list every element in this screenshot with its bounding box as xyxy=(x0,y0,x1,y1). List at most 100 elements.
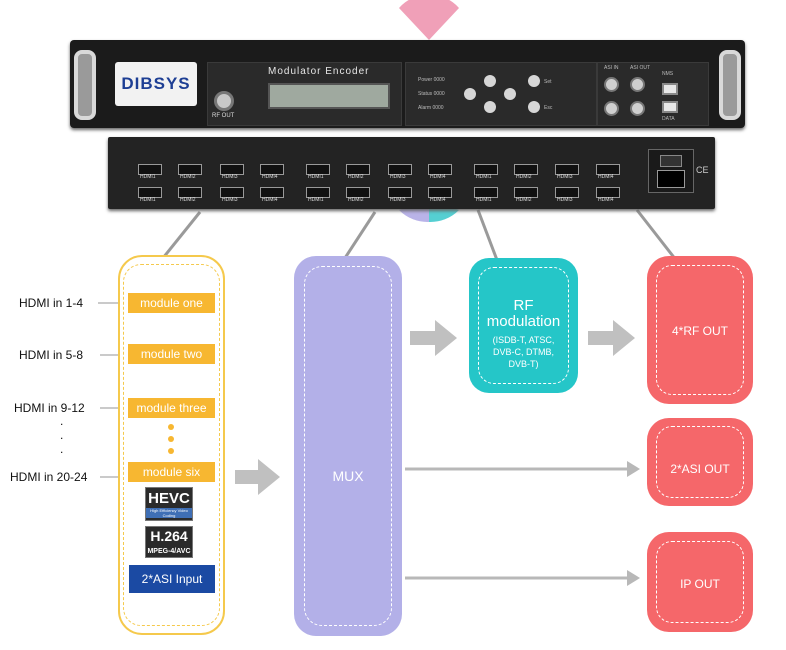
hdmi-port-label: HDMI1 xyxy=(140,197,156,203)
ip-out-dashed-border xyxy=(656,541,744,623)
hdmi-port-icon xyxy=(555,164,579,175)
hdmi-port-label: HDMI3 xyxy=(557,174,573,180)
hdmi-port-icon xyxy=(388,187,412,198)
hdmi-port-label: HDMI4 xyxy=(262,174,278,180)
input-label-1: HDMI in 1-4 xyxy=(19,296,84,310)
rf-out-connector-icon xyxy=(214,91,234,111)
hdmi-port-label: HDMI3 xyxy=(222,174,238,180)
hdmi-port-icon xyxy=(306,164,330,175)
device-front-panel: DIBSYS RF OUT Modulator Encoder Power 00… xyxy=(70,40,745,128)
rf-modulation-dashed-border xyxy=(478,267,569,384)
brand-logo-text: DIBSYS xyxy=(121,74,191,93)
hdmi-port-icon xyxy=(428,187,452,198)
hdmi-port-icon xyxy=(178,164,202,175)
hdmi-port-icon xyxy=(346,164,370,175)
asi-out-dashed-border xyxy=(656,426,744,498)
hdmi-port-label: HDMI1 xyxy=(308,174,324,180)
asi-out-connector-icon xyxy=(630,101,645,116)
esc-button[interactable] xyxy=(528,101,540,113)
hdmi-port-label: HDMI1 xyxy=(476,197,492,203)
asi-in-label: ASI IN xyxy=(604,65,619,71)
rf-standards-line-2: DVB-C, DTMB, xyxy=(492,347,554,357)
led-label-alarm: Alarm xyxy=(418,105,432,111)
hdmi-port-label: HDMI4 xyxy=(430,197,446,203)
hdmi-port-icon xyxy=(514,187,538,198)
module-one: module one xyxy=(128,293,215,313)
input-label-2: HDMI in 5-8 xyxy=(19,348,84,362)
power-switch-icon xyxy=(660,155,682,167)
led-value-alarm: 0000 xyxy=(432,105,444,111)
input-label-3: HDMI in 9-12 xyxy=(14,401,85,415)
connector-line-modules xyxy=(161,211,202,259)
ellipsis-dot: . xyxy=(60,428,64,442)
h264-logo: H.264 MPEG-4/AVC xyxy=(145,526,193,558)
rf-out-label: 4*RF OUT xyxy=(671,324,728,338)
ellipsis-dot-icon xyxy=(168,436,174,442)
hdmi-port-icon xyxy=(260,187,284,198)
rf-standards-line-3: DVB-T) xyxy=(508,359,539,369)
ellipsis-dot-icon xyxy=(168,424,174,430)
hdmi-port-label: HDMI4 xyxy=(430,174,446,180)
hdmi-port-icon xyxy=(428,164,452,175)
hdmi-port-icon xyxy=(474,164,498,175)
power-socket-icon xyxy=(657,170,685,188)
control-panel: Power 0000 Status 0000 Alarm 0000 Set Es… xyxy=(405,62,597,126)
hdmi-port-label: HDMI2 xyxy=(348,197,364,203)
hevc-logo-text: HEVC xyxy=(148,490,190,507)
led-value-status: 0000 xyxy=(433,91,445,97)
set-button[interactable] xyxy=(528,75,540,87)
nms-port-icon xyxy=(662,83,678,95)
arrow-mux-to-rf xyxy=(410,320,457,356)
hdmi-port-label: HDMI4 xyxy=(262,197,278,203)
hdmi-port-icon xyxy=(388,164,412,175)
hdmi-port-icon xyxy=(555,187,579,198)
hevc-logo: HEVC High Efficiency Video Coding xyxy=(145,487,193,521)
data-label: DATA xyxy=(662,116,675,122)
hdmi-port-icon xyxy=(346,187,370,198)
hdmi-port-label: HDMI4 xyxy=(598,197,614,203)
led-label-status: Status xyxy=(418,91,433,97)
hdmi-port-label: HDMI3 xyxy=(390,197,406,203)
hdmi-port-label: HDMI1 xyxy=(476,174,492,180)
hdmi-port-icon xyxy=(178,187,202,198)
lcd-display xyxy=(268,83,390,109)
nav-right-button[interactable] xyxy=(504,88,516,100)
hdmi-port-label: HDMI2 xyxy=(516,174,532,180)
nav-up-button[interactable] xyxy=(484,75,496,87)
nav-left-button[interactable] xyxy=(464,88,476,100)
mux-block xyxy=(294,256,402,636)
rf-title-line-1: RF xyxy=(513,297,534,314)
encoder-panel: RF OUT Modulator Encoder xyxy=(207,62,402,126)
asi-out-label: ASI OUT xyxy=(630,65,651,71)
hdmi-port-icon xyxy=(220,164,244,175)
hdmi-port-label: HDMI1 xyxy=(140,174,156,180)
rack-handle-right xyxy=(719,50,741,120)
rf-title-line-2: modulation xyxy=(486,313,561,330)
arrow-modules-to-mux xyxy=(235,459,280,495)
hdmi-port-icon xyxy=(306,187,330,198)
hdmi-port-icon xyxy=(138,187,162,198)
led-value-power: 0000 xyxy=(433,77,445,83)
hdmi-port-label: HDMI3 xyxy=(557,197,573,203)
asi-out-connector-icon xyxy=(630,77,645,92)
led-label-power: Power xyxy=(418,77,433,83)
hdmi-port-icon xyxy=(260,164,284,175)
nav-down-button[interactable] xyxy=(484,101,496,113)
h264-logo-subtext: MPEG-4/AVC xyxy=(147,548,191,555)
hdmi-port-icon xyxy=(138,164,162,175)
module-three: module three xyxy=(128,398,215,418)
hevc-logo-subtext: High Efficiency Video Coding xyxy=(146,508,192,518)
rf-out-dashed-border xyxy=(656,265,744,395)
front-panel-title: Modulator Encoder xyxy=(268,66,370,77)
esc-label: Esc xyxy=(544,105,553,111)
rack-handle-left xyxy=(74,50,96,120)
encoder-module-group-dashed-border xyxy=(123,264,220,626)
ce-mark: CE xyxy=(696,165,709,175)
rf-out-label: RF OUT xyxy=(212,113,235,119)
hdmi-port-icon xyxy=(220,187,244,198)
arrow-rf-to-out xyxy=(588,320,635,356)
rf-standards-line-1: (ISDB-T, ATSC, xyxy=(492,335,555,345)
power-inlet xyxy=(648,149,694,193)
connector-line-mux xyxy=(343,211,377,259)
